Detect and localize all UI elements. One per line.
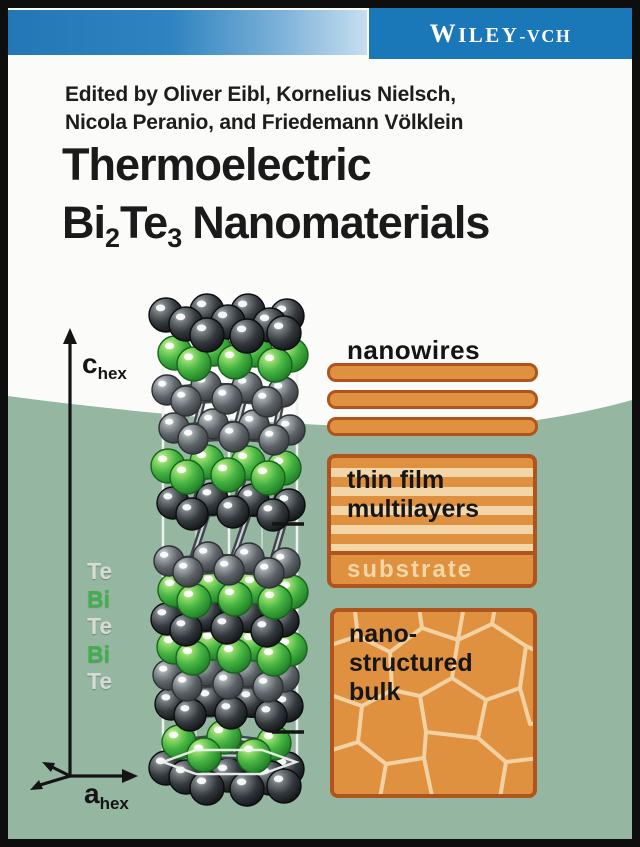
nanowire-bar: [327, 390, 538, 409]
editors-line-2: Nicola Peranio, and Friedemann Völklein: [65, 111, 464, 134]
thin-film-label: thin film multilayers: [347, 466, 480, 523]
publisher-logo: WILEY-VCH: [429, 18, 572, 48]
editors-credit: Edited by Oliver Eibl, Kornelius Nielsch…: [65, 81, 464, 137]
nanowire-bar: [327, 363, 538, 382]
atom-label-te: Te: [87, 668, 113, 694]
atom-label-te: Te: [87, 558, 113, 584]
bulk-label: nano- structured bulk: [349, 620, 473, 706]
atom-label-te: Te: [87, 613, 113, 639]
nanowires-label: nanowires: [347, 335, 481, 365]
nanowire-bar: [327, 417, 538, 436]
substrate-label: substrate: [347, 556, 474, 583]
header-gradient-bar: [8, 10, 367, 55]
publisher-logo-box: WILEY-VCH: [369, 8, 632, 59]
atom-label-bi: Bi: [87, 585, 110, 612]
crystal-axis-c-label: chex: [82, 348, 127, 383]
grain-pattern: [334, 612, 533, 794]
atom-layer-labels: Te Bi Te Bi Te: [87, 558, 112, 696]
thin-film-panel: thin film multilayers substrate: [327, 454, 537, 588]
bulk-panel: nano- structured bulk: [330, 608, 537, 798]
cover-page: WILEY-VCH Edited by Oliver Eibl, Korneli…: [8, 8, 632, 839]
atom-label-bi: Bi: [87, 640, 110, 667]
editors-line-1: Edited by Oliver Eibl, Kornelius Nielsch…: [65, 83, 456, 106]
crystal-axis-a-label: ahex: [84, 778, 129, 813]
book-title-line-1: Thermoelectric: [62, 139, 372, 190]
substrate-strip: substrate: [331, 551, 533, 584]
